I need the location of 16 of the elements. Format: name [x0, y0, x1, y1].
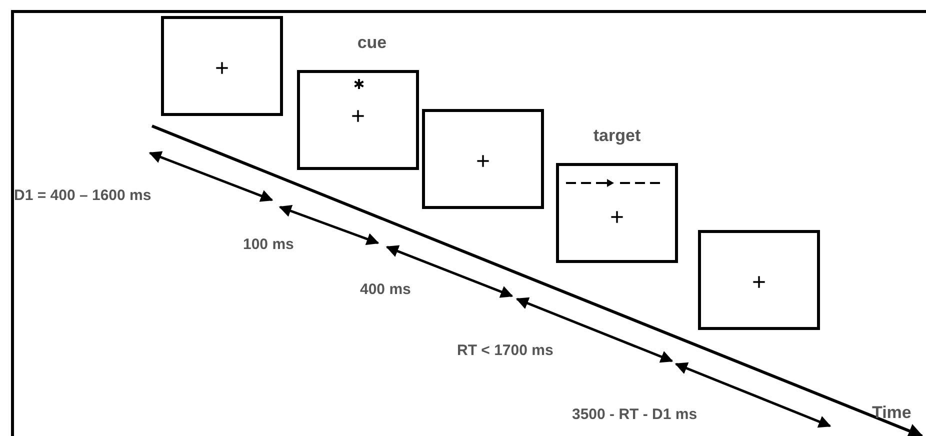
screen-frame [698, 230, 820, 330]
duration-label: RT < 1700 ms [457, 342, 554, 359]
duration-label: D1 = 400 – 1600 ms [14, 187, 152, 204]
duration-label: 3500 - RT - D1 ms [572, 406, 698, 423]
fixation-cross: + [350, 105, 366, 129]
duration-label: 100 ms [243, 236, 294, 253]
screen-label: target [592, 126, 642, 146]
screen-label: cue [356, 33, 388, 53]
screen-frame [422, 109, 544, 209]
fixation-cross: + [750, 271, 767, 295]
fixation-cross: + [214, 57, 230, 81]
axis-label: Time [872, 403, 912, 423]
fixation-cross: + [608, 206, 625, 230]
duration-label: 400 ms [360, 281, 411, 298]
screen-frame [161, 16, 283, 116]
fixation-cross: + [474, 150, 491, 174]
